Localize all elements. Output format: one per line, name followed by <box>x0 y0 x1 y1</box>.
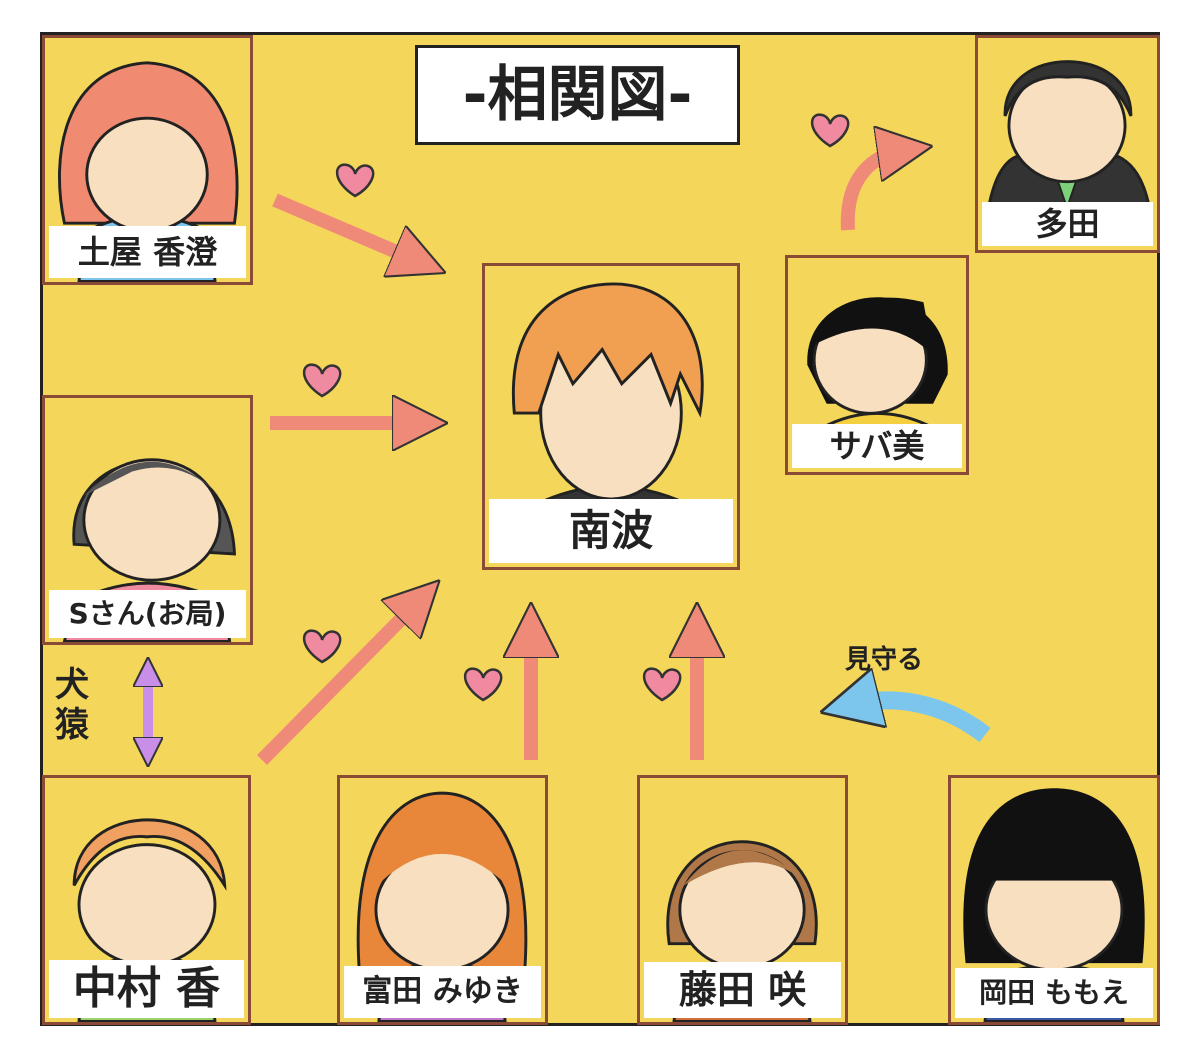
name-label: 富田 みゆき <box>344 966 541 1018</box>
avatar <box>356 791 528 1022</box>
arrow-sabami-to-tada <box>840 150 905 231</box>
card-namba: 南波 <box>482 263 740 570</box>
card-okada: 岡田 ももえ <box>948 775 1160 1025</box>
name-label: 中村 香 <box>49 960 244 1018</box>
card-sabami: サバ美 <box>785 255 969 475</box>
heart-icon <box>335 163 375 198</box>
card-tsuchiya: 土屋 香澄 <box>42 35 253 285</box>
name-label: 岡田 ももえ <box>955 968 1153 1018</box>
relation-label-feud: 犬猿 <box>55 665 89 745</box>
heart-icon <box>810 113 850 148</box>
card-nakamura: 中村 香 <box>42 775 251 1025</box>
arrow-nakamura-to-namba <box>257 600 420 765</box>
name-label: Sさん(お局) <box>49 590 246 638</box>
name-label: 南波 <box>489 499 733 563</box>
heart-icon <box>463 667 503 702</box>
card-s-san: Sさん(お局) <box>42 395 253 645</box>
avatar <box>985 60 1152 215</box>
arrow-okada-watching <box>850 700 991 743</box>
name-label: サバ美 <box>792 424 962 468</box>
card-tomita: 富田 みゆき <box>337 775 548 1025</box>
relation-label-watching: 見守る <box>845 645 924 675</box>
heart-icon <box>302 363 342 398</box>
name-label: 藤田 咲 <box>644 962 841 1018</box>
card-tada: 多田 <box>975 35 1160 253</box>
card-fujita: 藤田 咲 <box>637 775 848 1025</box>
heart-icon <box>302 629 342 664</box>
heart-icon <box>642 667 682 702</box>
name-label: 土屋 香澄 <box>49 226 246 278</box>
arrow-tsuchiya-to-namba <box>272 193 420 262</box>
name-label: 多田 <box>982 202 1153 246</box>
avatar <box>504 282 720 503</box>
diagram-title: -相関図- <box>415 45 740 145</box>
